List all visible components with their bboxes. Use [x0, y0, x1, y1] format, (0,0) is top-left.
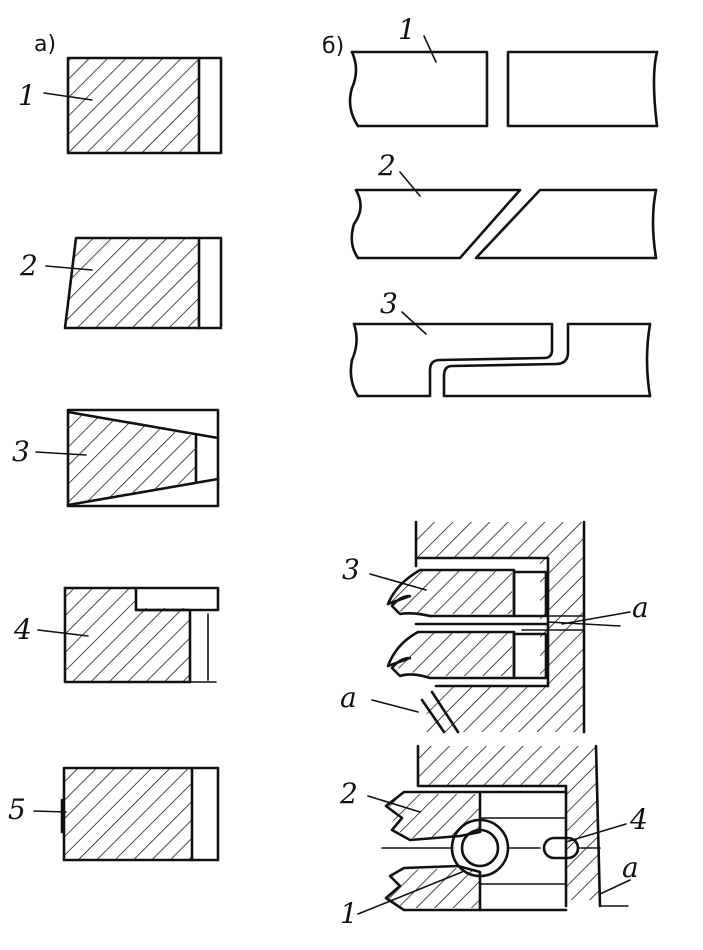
joint-3-label: 3 [380, 287, 398, 320]
leader-joint-3 [401, 311, 427, 335]
profile-5 [60, 766, 220, 862]
leader-joint-2 [399, 171, 421, 197]
ring-2-label: 2 [340, 777, 358, 810]
leader-profile-5 [33, 810, 67, 813]
leader-gap-right [561, 611, 631, 625]
leader-expander [565, 823, 627, 843]
leader-spring [357, 871, 463, 915]
leader-profile-2 [45, 265, 93, 271]
leader-profile-3 [35, 451, 87, 456]
joint-1-label: 1 [398, 13, 416, 46]
profile-3-label: 3 [12, 435, 30, 468]
leader-profile-1 [43, 92, 93, 101]
joint-oblique [350, 188, 658, 260]
joint-stepped [349, 322, 652, 398]
assembly-expander [381, 744, 629, 912]
gap-left-label: a [340, 681, 357, 714]
leader-joint-1 [423, 35, 437, 63]
profile-5-label: 5 [8, 793, 26, 826]
scraper-ring-label: 3 [342, 553, 360, 586]
leader-gap-bottom [599, 879, 631, 895]
gap-right-label: a [632, 591, 649, 624]
gap-bottom-label: a [622, 851, 639, 884]
assembly-scraper [386, 520, 621, 734]
profile-4-label: 4 [14, 613, 32, 646]
spring-label: 1 [340, 897, 358, 930]
profile-1 [66, 56, 223, 155]
leader-profile-4 [37, 629, 89, 637]
leader-scraper-ring [369, 573, 427, 591]
profile-1-label: 1 [18, 79, 36, 112]
leader-ring-2 [367, 795, 421, 813]
joint-straight [348, 50, 659, 128]
profile-2 [63, 236, 223, 330]
profile-2-label: 2 [20, 249, 38, 282]
panel-b-label: б) [322, 34, 345, 59]
joint-2-label: 2 [378, 149, 396, 182]
profile-4 [63, 586, 220, 684]
panel-a-label: а) [34, 32, 57, 57]
profile-3 [66, 408, 220, 508]
expander-label: 4 [630, 803, 648, 836]
leader-gap-left [371, 699, 419, 713]
